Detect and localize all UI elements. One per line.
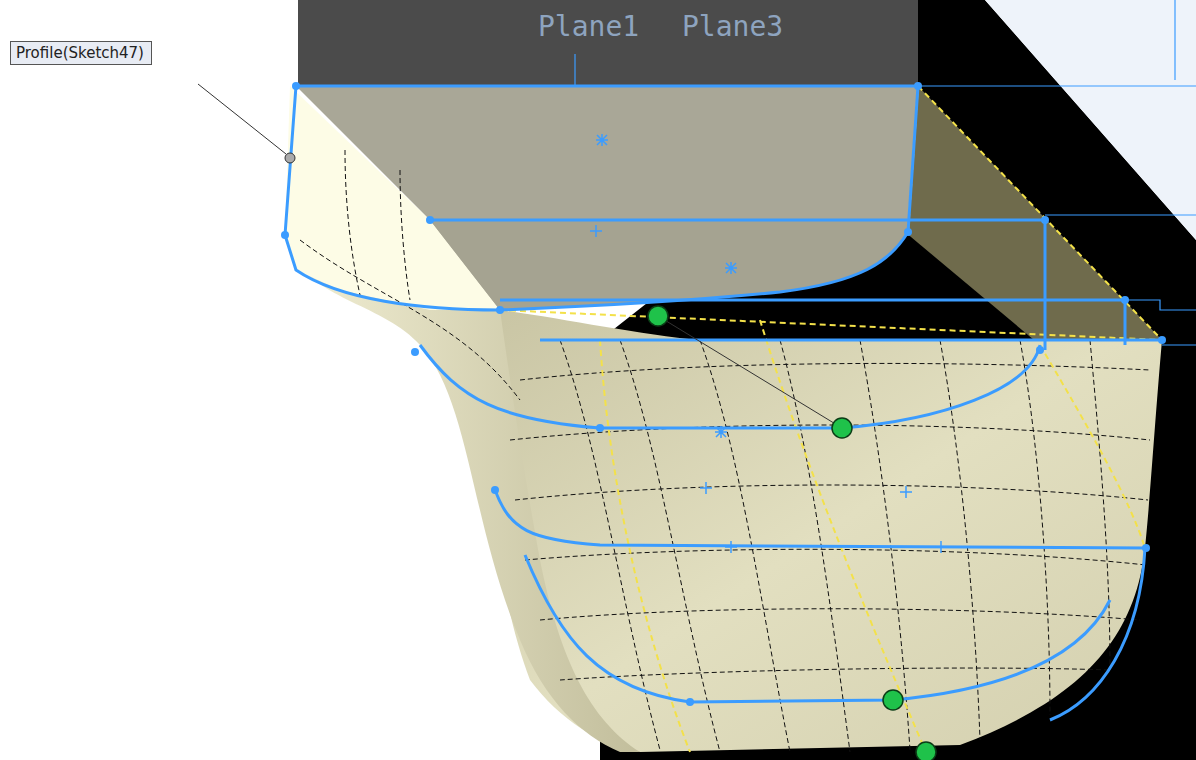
callout-leader (198, 84, 286, 154)
top-face-lower (430, 220, 908, 310)
bulb-surface (492, 310, 1162, 752)
sketch-origins (590, 134, 947, 553)
plane-outlines (575, 0, 1196, 345)
plane-label: Plane1 (538, 10, 639, 43)
top-face (296, 86, 918, 310)
selected-edges (296, 86, 1162, 752)
mesh-lines (300, 150, 1150, 752)
sketch-wires (285, 86, 1162, 720)
callout-box: Profile(Sketch47) (10, 41, 152, 65)
sketch-points (281, 82, 1166, 706)
callout-text: Profile(Sketch47) (16, 44, 146, 62)
upper-block (298, 0, 918, 86)
plane-label: Plane3 (682, 10, 783, 43)
leader-anchor (285, 153, 295, 163)
connector-line (658, 316, 842, 428)
connector-handles (648, 306, 936, 760)
